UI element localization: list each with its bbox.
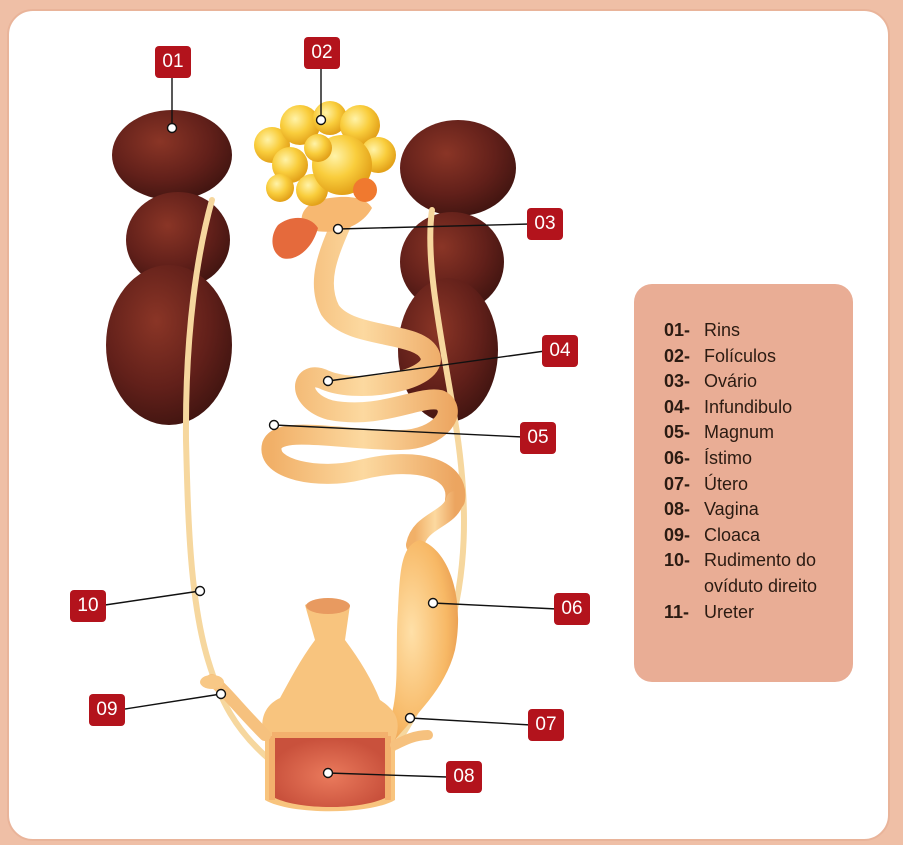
legend-box: 01-Rins 02-Folículos 03-Ovário 04-Infund… xyxy=(634,284,853,682)
callout-01: 01 xyxy=(155,46,191,78)
callout-03: 03 xyxy=(527,208,563,240)
legend-item-cloaca: 09-Cloaca xyxy=(664,523,853,549)
callout-08: 08 xyxy=(446,761,482,793)
callout-04: 04 xyxy=(542,335,578,367)
legend-item-rins: 01-Rins xyxy=(664,318,853,344)
callout-06: 06 xyxy=(554,593,590,625)
callout-05: 05 xyxy=(520,422,556,454)
callout-10: 10 xyxy=(70,590,106,622)
legend-item-infundibulo: 04-Infundibulo xyxy=(664,395,853,421)
callout-07: 07 xyxy=(528,709,564,741)
callout-02: 02 xyxy=(304,37,340,69)
callout-09: 09 xyxy=(89,694,125,726)
legend-item-ovario: 03-Ovário xyxy=(664,369,853,395)
legend-item-foliculos: 02-Folículos xyxy=(664,344,853,370)
legend-item-vagina: 08-Vagina xyxy=(664,497,853,523)
left-kidney xyxy=(106,110,232,425)
legend-item-istimo: 06-Ístimo xyxy=(664,446,853,472)
legend-item-ureter: 11-Ureter xyxy=(664,600,853,626)
legend-item-rudimento: 10-Rudimento do ovíduto direito xyxy=(664,548,853,599)
cloaca xyxy=(262,598,397,811)
legend-item-utero: 07-Útero xyxy=(664,472,853,498)
legend-item-magnum: 05-Magnum xyxy=(664,420,853,446)
